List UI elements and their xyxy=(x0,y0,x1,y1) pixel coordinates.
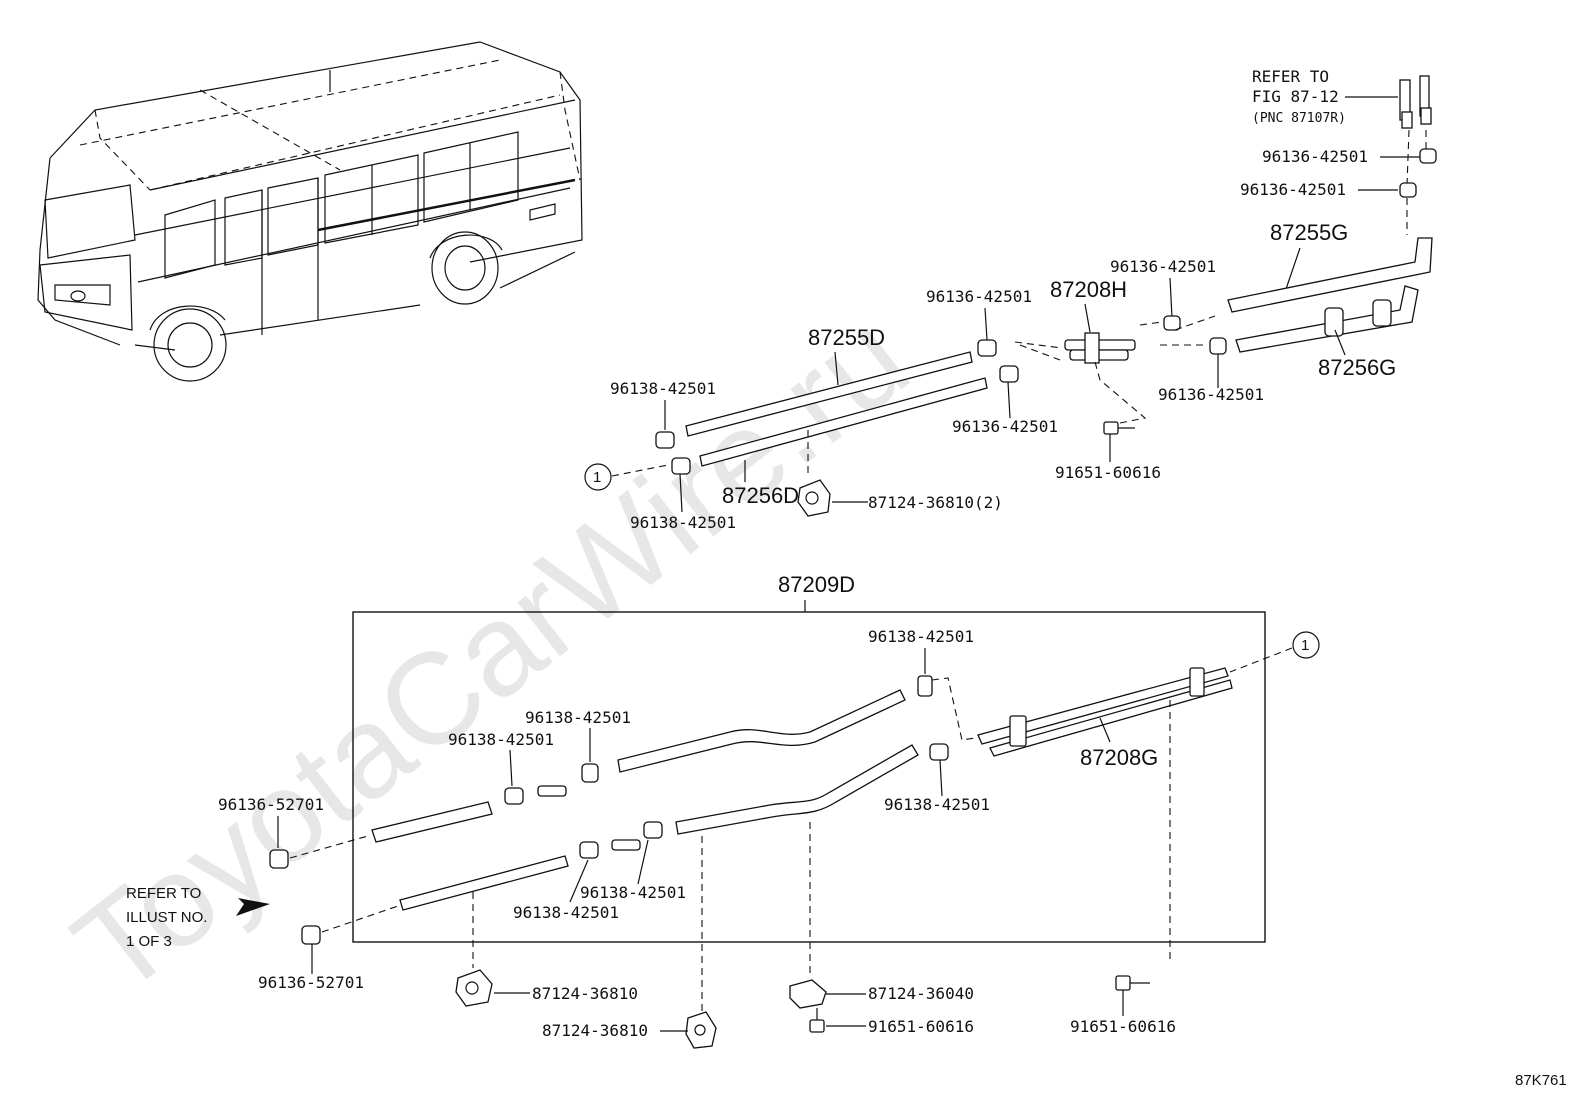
part-87208G-label: 87208G xyxy=(1080,745,1158,770)
refer-fig-line1: REFER TO xyxy=(1252,67,1329,86)
clamp-icon xyxy=(643,821,663,839)
clamp-icon xyxy=(1399,182,1417,198)
hose-87255G xyxy=(1227,237,1433,313)
clamp-icon xyxy=(655,431,675,449)
part-87209D-label: 87209D xyxy=(778,572,855,597)
clamp-icon xyxy=(671,457,691,475)
pipe-87255D xyxy=(685,351,973,437)
refer-illust-line1: REFER TO xyxy=(126,885,201,902)
top-pipe-ends xyxy=(1399,75,1432,129)
clamp-96138-c-label: 96138-42501 xyxy=(868,627,974,646)
bolt-91651-b-label: 91651-60616 xyxy=(868,1017,974,1036)
clamp-96136-52701-a-label: 96136-52701 xyxy=(218,795,324,814)
part-87208H-label: 87208H xyxy=(1050,277,1127,302)
clamp-icon xyxy=(917,675,933,697)
clamp-96138-b-label: 96138-42501 xyxy=(630,513,736,532)
clamp-icon xyxy=(1324,307,1344,337)
assembly-87209D-box xyxy=(352,611,1266,943)
refer-fig-line3: (PNC 87107R) xyxy=(1252,111,1346,126)
holder-87124-36810-a-label: 87124-36810 xyxy=(532,984,638,1003)
clamp-96138-d-label: 96138-42501 xyxy=(884,795,990,814)
holder-icon xyxy=(685,1011,717,1049)
bolt-icon xyxy=(809,1008,825,1033)
bolt-91651-c-label: 91651-60616 xyxy=(1070,1017,1176,1036)
clamp-96138-g-label: 96138-42501 xyxy=(580,883,686,902)
clamp-icon xyxy=(1419,148,1437,164)
connector-marker-1-right-text: 1 xyxy=(1301,637,1309,654)
part-87255G-label: 87255G xyxy=(1270,220,1348,245)
clamp-icon xyxy=(269,849,289,869)
connector-marker-1-right xyxy=(1292,631,1320,659)
bolt-icon xyxy=(1103,421,1135,435)
pipe-left-upper xyxy=(371,801,493,843)
joint-icon xyxy=(611,839,641,851)
holder-icon xyxy=(455,969,493,1007)
clamp-icon xyxy=(929,743,949,761)
bolt-icon xyxy=(1115,975,1150,991)
holder-87124-36040-label: 87124-36040 xyxy=(868,984,974,1003)
part-87256D-label: 87256D xyxy=(722,483,799,508)
clamp-96136-d-label: 96136-42501 xyxy=(1158,385,1264,404)
refer-illust-line2: ILLUST NO. xyxy=(126,909,207,926)
hose-lower xyxy=(675,744,919,835)
clamp-96136-a-label: 96136-42501 xyxy=(1262,147,1368,166)
clamp-icon xyxy=(579,841,599,859)
clamp-96136-e-label: 96136-42501 xyxy=(926,287,1032,306)
connector-marker-1 xyxy=(584,463,612,491)
clamp-icon xyxy=(977,339,997,357)
bus-illustration xyxy=(37,41,583,382)
clamp-icon xyxy=(999,365,1019,383)
clamp-96138-a-label: 96138-42501 xyxy=(610,379,716,398)
joint-icon xyxy=(537,785,567,797)
clamp-96136-c-label: 96136-42501 xyxy=(1110,257,1216,276)
clamp-96136-52701-b-label: 96136-52701 xyxy=(258,973,364,992)
holder-icon xyxy=(789,979,827,1009)
holder-icon xyxy=(797,479,831,517)
clamp-96136-f-label: 96136-42501 xyxy=(952,417,1058,436)
hose-87256G xyxy=(1235,285,1419,353)
holder-87124-36810-2-label: 87124-36810(2) xyxy=(868,493,1003,512)
clamp-96136-b-label: 96136-42501 xyxy=(1240,180,1346,199)
clamp-icon xyxy=(504,787,524,805)
part-87256G-label: 87256G xyxy=(1318,355,1396,380)
connector-87208G xyxy=(977,667,1233,757)
part-87255D-label: 87255D xyxy=(808,325,885,350)
bolt-91651-a-label: 91651-60616 xyxy=(1055,463,1161,482)
clamp-icon xyxy=(1372,299,1392,327)
connector-marker-1-text: 1 xyxy=(593,469,601,486)
holder-87124-36810-b-label: 87124-36810 xyxy=(542,1021,648,1040)
diagram-code: 87K761 xyxy=(1515,1072,1567,1089)
clamp-96138-e-label: 96138-42501 xyxy=(525,708,631,727)
refer-fig-line2: FIG 87-12 xyxy=(1252,87,1339,106)
pipe-87256D xyxy=(699,377,988,467)
clamp-96138-f-label: 96138-42501 xyxy=(448,730,554,749)
refer-illust-line3: 1 OF 3 xyxy=(126,933,172,950)
pipe-left-lower xyxy=(399,855,569,911)
clamp-icon xyxy=(581,763,599,783)
connector-87208H xyxy=(1064,332,1136,364)
hose-upper xyxy=(617,689,906,773)
arrow-icon xyxy=(236,898,270,916)
clamp-icon xyxy=(1163,315,1181,331)
clamp-icon xyxy=(301,925,321,945)
clamp-96138-h-label: 96138-42501 xyxy=(513,903,619,922)
clamp-icon xyxy=(1209,337,1227,355)
